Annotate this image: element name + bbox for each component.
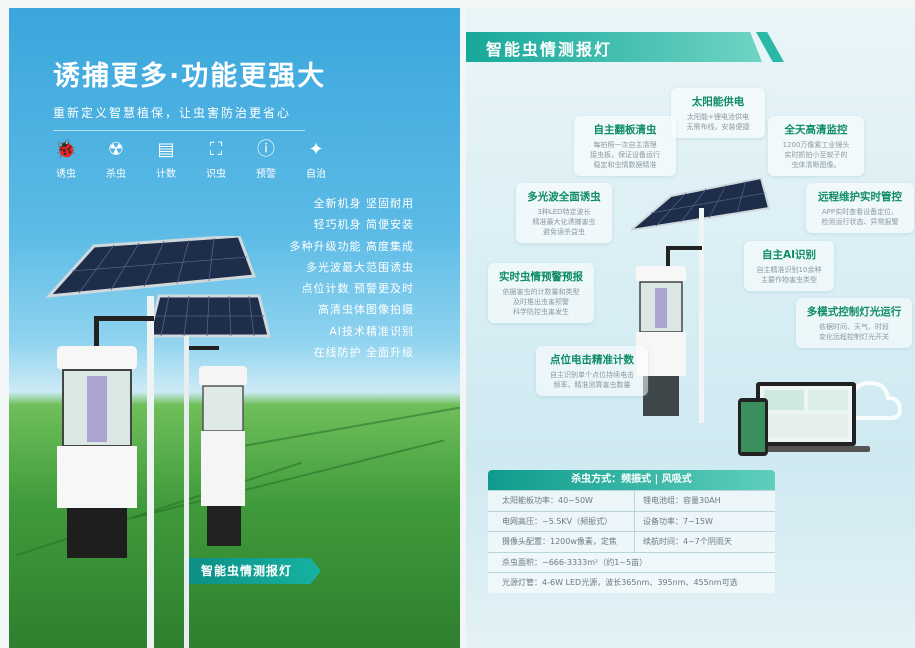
feature-card-desc: 1200万像素工业镜头: [782, 141, 850, 149]
feature-line: 多种升级功能 高度集成: [289, 239, 414, 253]
spec-cell: 电网高压：~5.5KV（频振式）: [502, 516, 613, 526]
feature-card-desc: 每拍照一次自主清理: [593, 141, 657, 149]
alert-icon: ⓘ: [257, 139, 275, 160]
feature-card-title: 远程维护实时管控: [818, 191, 902, 203]
feature-line: 点位计数 预警更及时: [301, 282, 414, 296]
feature-card-title: 自主AI识别: [761, 249, 817, 261]
feature-icon-label: 杀虫: [106, 169, 126, 180]
spec-cell: 设备功率：7~15W: [634, 511, 775, 531]
trap-lamp-illustration: [631, 178, 771, 423]
feature-line: 多光波最大范围诱虫: [306, 260, 414, 274]
left-poster: 诱捕更多·功能更强大 重新定义智慧植保，让虫害防治更省心 🐞 诱虫 ☢ 杀虫 ▤ 计数 ⛶ 识…: [9, 8, 460, 648]
feature-icon-item: ▤ 计数: [149, 138, 183, 181]
feature-card-desc: 主要作物害虫类型: [761, 276, 817, 284]
app-devices-illustration: [738, 382, 870, 456]
feature-card: 多模式控制灯光运行依据时间、天气、时段变化远程控制灯光开关: [796, 298, 912, 348]
feature-card-title: 多模式控制灯光运行: [806, 306, 902, 318]
feature-card-desc: APP实时查看设备定位、: [821, 208, 899, 216]
feature-icon-label: 计数: [156, 169, 176, 180]
feature-card-desc: 精准最大化诱捕害虫: [532, 218, 596, 226]
feature-card-desc: 稳定和虫情数据精准: [593, 161, 657, 169]
feature-card: 自主翻板清虫每拍照一次自主清理接虫板，保证设备运行稳定和虫情数据精准: [574, 116, 676, 176]
feature-card-title: 全天高清监控: [784, 124, 848, 136]
feature-card-desc: 3种LED特定波长: [537, 208, 591, 216]
feature-icon-row: 🐞 诱虫 ☢ 杀虫 ▤ 计数 ⛶ 识虫 ⓘ 预警 ✦ 自治: [49, 138, 333, 181]
feature-card-desc: 实时抓拍小至蚁子的: [784, 151, 848, 159]
poster-subtitle: 重新定义智慧植保，让虫害防治更省心: [53, 106, 292, 120]
feature-line: 在线防护 全面升级: [313, 346, 414, 360]
spec-row: 杀虫面积：~666-3333m²（约1~5亩）: [488, 551, 775, 573]
feature-card: 自主AI识别自主精准识别10余种主要作物害虫类型: [744, 241, 834, 291]
feature-list: 全新机身 坚固耐用轻巧机身 简便安装多种升级功能 高度集成多光波最大范围诱虫点位…: [290, 193, 415, 363]
feature-card-title: 点位电击精准计数: [550, 354, 634, 366]
feature-card-desc: 接虫板，保证设备运行: [590, 151, 660, 159]
feature-card: 实时虫情预警预报依据害虫的计数量和类型及时推出虫害预警科学防控虫害发生: [488, 263, 594, 323]
feature-icon-label: 自治: [306, 169, 326, 180]
feature-card: 全天高清监控 1200万像素工业镜头实时抓拍小至蚁子的虫体清晰图像。: [768, 116, 864, 176]
spec-cell: 杀虫面积：~666-3333m²（约1~5亩）: [502, 557, 648, 567]
trap-lamp-illustration: [45, 236, 271, 648]
spec-cell: 续航时间：4~7个阴雨天: [634, 532, 775, 552]
count-icon: ▤: [157, 139, 175, 160]
feature-icon-item: ⛶ 识虫: [199, 138, 233, 181]
spec-cell: 摄像头配置：1200w像素，定焦: [502, 537, 617, 546]
feature-line: 全新机身 坚固耐用: [313, 197, 414, 210]
feature-card-desc: 太阳能+锂电池供电: [687, 113, 749, 121]
panel-divider: [460, 0, 466, 648]
feature-line: AI技术精准识别: [329, 324, 414, 338]
right-poster: 智能虫情测报灯 太阳能供电太阳能+锂电池供电无需布线，安装便捷自主翻板清虫每拍照…: [466, 8, 915, 648]
feature-card-desc: 及时推出虫害预警: [513, 298, 569, 306]
spec-table-header: 杀虫方式：频振式 | 风吸式: [488, 470, 775, 490]
subtitle-underline: [53, 130, 305, 131]
spec-cell: 光源灯管：4-6W LED光源，波长365nm、395nm、455nm可选: [502, 578, 738, 587]
spec-cell: 太阳能板功率：40~50W: [502, 496, 593, 505]
feature-card: 远程维护实时管控 APP实时查看设备定位、检测运行状态、异常报警: [806, 183, 914, 233]
feature-card-desc: 虫体清晰图像。: [791, 161, 841, 169]
poster-title: 诱捕更多·功能更强大: [53, 61, 327, 92]
feature-card-title: 实时虫情预警预报: [499, 271, 583, 283]
feature-card-desc: 无需布线，安装便捷: [686, 123, 750, 131]
spec-row: 太阳能板功率：40~50W 锂电池组：容量30AH: [488, 490, 775, 511]
spec-row: 光源灯管：4-6W LED光源，波长365nm、395nm、455nm可选: [488, 572, 775, 593]
kill-icon: ☢: [107, 139, 125, 160]
feature-card-desc: 自主识别单个点位持续电击: [550, 371, 634, 379]
right-title-banner: 智能虫情测报灯: [466, 32, 762, 62]
feature-card-desc: 依据时间、天气、时段: [819, 323, 889, 331]
feature-icon-item: ✦ 自治: [299, 138, 333, 181]
auto-icon: ✦: [308, 139, 324, 160]
feature-icon-label: 预警: [256, 169, 276, 180]
feature-icon-item: ⓘ 预警: [249, 138, 283, 181]
right-title: 智能虫情测报灯: [486, 40, 613, 59]
feature-icon-label: 诱虫: [56, 169, 76, 180]
feature-card-title: 多光波全面诱虫: [527, 191, 601, 203]
feature-card: 太阳能供电太阳能+锂电池供电无需布线，安装便捷: [671, 88, 765, 138]
feature-card: 多光波全面诱虫 3种LED特定波长精准最大化诱捕害虫避免误杀益虫: [516, 183, 612, 243]
spec-row: 摄像头配置：1200w像素，定焦 续航时间：4~7个阴雨天: [488, 531, 775, 552]
feature-card-desc: 科学防控虫害发生: [513, 308, 569, 316]
feature-card: 点位电击精准计数自主识别单个点位持续电击频率，精准测算害虫数量: [536, 346, 648, 396]
feature-card-desc: 依据害虫的计数量和类型: [502, 288, 580, 296]
spec-row: 电网高压：~5.5KV（频振式） 设备功率：7~15W: [488, 510, 775, 531]
feature-icon-label: 识虫: [206, 169, 226, 180]
identify-icon: ⛶: [209, 139, 223, 160]
feature-card-desc: 检测运行状态、异常报警: [821, 218, 899, 226]
feature-card-desc: 自主精准识别10余种: [756, 266, 822, 274]
spec-cell: 锂电池组：容量30AH: [634, 491, 775, 511]
feature-card-desc: 频率，精准测算害虫数量: [553, 381, 631, 389]
feature-card-title: 自主翻板清虫: [593, 124, 657, 136]
feature-icon-item: 🐞 诱虫: [49, 138, 83, 181]
feature-line: 高清虫体图像拍摄: [318, 303, 414, 317]
feature-card-desc: 变化远程控制灯光开关: [819, 333, 889, 341]
feature-card-title: 太阳能供电: [691, 96, 745, 108]
product-badge: 智能虫情测报灯: [189, 558, 321, 584]
feature-card-desc: 避免误杀益虫: [543, 228, 585, 236]
feature-icon-item: ☢ 杀虫: [99, 138, 133, 181]
bug-icon: 🐞: [54, 139, 78, 160]
feature-line: 轻巧机身 简便安装: [313, 218, 414, 232]
